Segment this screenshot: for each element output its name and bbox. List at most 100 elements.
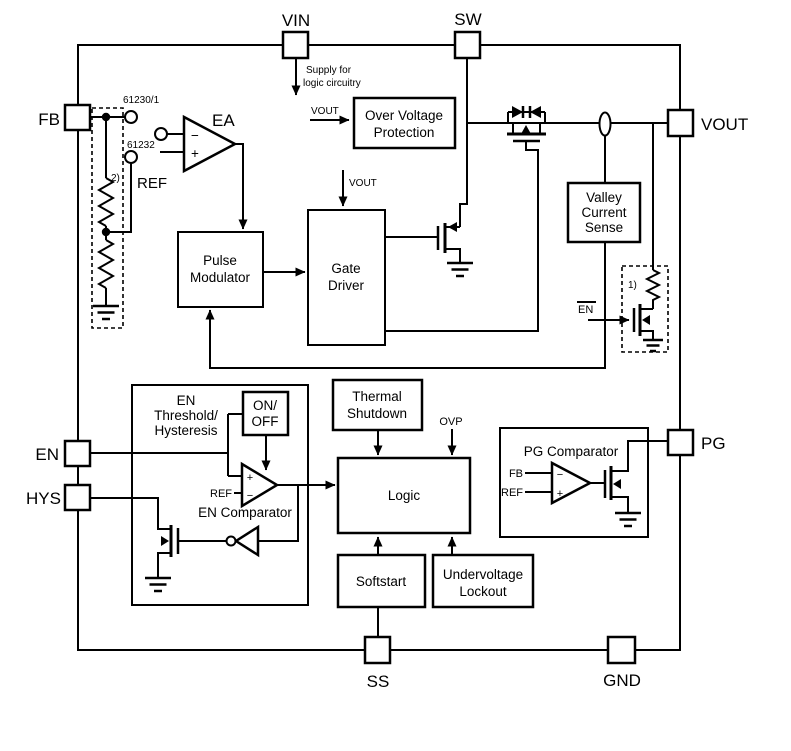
ea-plus-glyph: + (191, 146, 199, 161)
pg-nmos (590, 440, 668, 528)
pin-ss (363, 635, 392, 665)
switch-body-arrow (521, 125, 531, 134)
contact-61232 (124, 150, 138, 164)
hys-pin-wire (90, 497, 171, 530)
en-threshold-block: EN Threshold/ Hysteresis ON/ OFF + − REF… (90, 384, 336, 606)
ovp-box (352, 96, 457, 150)
pin-vin (281, 30, 310, 60)
logic-box (336, 456, 472, 535)
footnote-2-label: 2) (111, 173, 120, 184)
gate-driver-line1: Gate (331, 261, 360, 276)
ref-label: REF (137, 175, 167, 192)
supply-note-line2: logic circuitry (303, 78, 361, 89)
diode-left (512, 106, 523, 118)
thermal-line2: Shutdown (347, 406, 407, 421)
resistor-lower (96, 239, 116, 289)
pulse-modulator-line2: Modulator (190, 270, 251, 285)
vcs-line2: Current (581, 205, 626, 220)
inverter-bubble (225, 535, 237, 547)
hys-nmos (90, 497, 180, 593)
discharge-resistor (644, 269, 662, 309)
pin-fb-label: FB (38, 110, 60, 129)
en-comp-plus-glyph: + (247, 472, 253, 484)
ground-symbol-lowside (447, 261, 473, 278)
thermal-line1: Thermal (352, 389, 402, 404)
ovp-line1: Over Voltage (365, 108, 443, 123)
fb-pg-label: FB (509, 468, 523, 480)
on-off-line2: OFF (252, 414, 279, 429)
uvlo-line1: Undervoltage (443, 567, 523, 582)
footnote-1-label: 1) (628, 280, 637, 291)
pin-fb (63, 103, 92, 132)
pulse-modulator-block: Pulse Modulator (177, 231, 306, 308)
supply-note-line1: Supply for (306, 65, 352, 76)
ovp-block: VOUT Over Voltage Protection (310, 96, 457, 150)
gate-driver-block: Gate Driver VOUT (307, 170, 386, 346)
power-stage (385, 58, 668, 332)
discharge-dashed-box (621, 265, 669, 353)
ea-output-wire (235, 143, 248, 230)
thermal-shutdown-box (331, 378, 424, 432)
junction-dot-fb (101, 112, 111, 122)
vcs-line1: Valley (586, 190, 622, 205)
internal-feedback-divider: 2) (90, 107, 132, 329)
en-internal-wire (227, 413, 243, 477)
pin-vin-label: VIN (282, 11, 310, 30)
pin-sw (453, 30, 482, 60)
inverter-triangle (233, 524, 260, 558)
pg-minus-glyph: − (557, 469, 563, 481)
ea-triangle (182, 114, 238, 174)
en-threshold-line2: Threshold/ (154, 408, 218, 423)
en-comp-minus-glyph: − (247, 490, 253, 502)
logic-section: Thermal Shutdown OVP Logic Softstart Und… (331, 378, 535, 637)
discharge-source-stub (640, 330, 654, 340)
pg-body-arrow (613, 479, 621, 489)
variant-contacts: 61230/1 61232 REF (123, 95, 168, 192)
pg-comparator-label: PG Comparator (524, 444, 619, 459)
ground-symbol-divider (93, 304, 119, 321)
hys-source-stub (157, 552, 171, 578)
ref-pg-label: REF (501, 487, 523, 499)
on-off-line1: ON/ (253, 398, 277, 413)
pulse-modulator-box (177, 231, 264, 308)
pg-plus-glyph: + (557, 488, 563, 500)
gate-driver-line2: Driver (328, 278, 365, 293)
pin-ss-label: SS (367, 672, 390, 691)
pg-comparator-triangle (550, 460, 593, 506)
pin-en-label: EN (35, 445, 59, 464)
vout-ovp-label: VOUT (311, 106, 339, 117)
sw-node-wire (459, 58, 468, 227)
divider-dashed-box (91, 107, 124, 329)
lowside-nmos (385, 222, 473, 278)
variant-61232-label: 61232 (127, 140, 155, 151)
discharge-body-arrow (642, 315, 650, 325)
ref-en-label: REF (210, 488, 232, 500)
softstart-label: Softstart (356, 574, 407, 589)
discharge-nmos (588, 304, 663, 353)
resistor-upper (96, 177, 116, 227)
logic-label: Logic (388, 488, 421, 503)
gate-driver-box (307, 209, 386, 346)
en-comparator-triangle (240, 461, 280, 509)
uvlo-box (431, 553, 535, 609)
ovp-line2: Protection (374, 125, 435, 140)
switch-gate-wire (385, 141, 539, 332)
vout-gate-driver-label: VOUT (349, 178, 377, 189)
pg-drain-wire (611, 440, 668, 472)
pulse-modulator-line1: Pulse (203, 253, 237, 268)
en-bar-label: EN (578, 304, 593, 316)
hys-body-arrow (161, 536, 169, 546)
pin-hys (63, 483, 92, 512)
divider-tap-wire (106, 163, 132, 233)
uvlo-line2: Lockout (459, 584, 507, 599)
pin-sw-label: SW (454, 10, 481, 29)
ea-minus-glyph: − (191, 128, 199, 143)
en-comp-to-inverter-wire (258, 485, 299, 542)
lowside-source-stub (445, 248, 461, 263)
contact-ea-input (154, 127, 168, 141)
pin-gnd-label: GND (603, 671, 641, 690)
diode-right (530, 106, 541, 118)
pin-gnd (606, 635, 637, 665)
ground-symbol-pg (615, 511, 641, 528)
